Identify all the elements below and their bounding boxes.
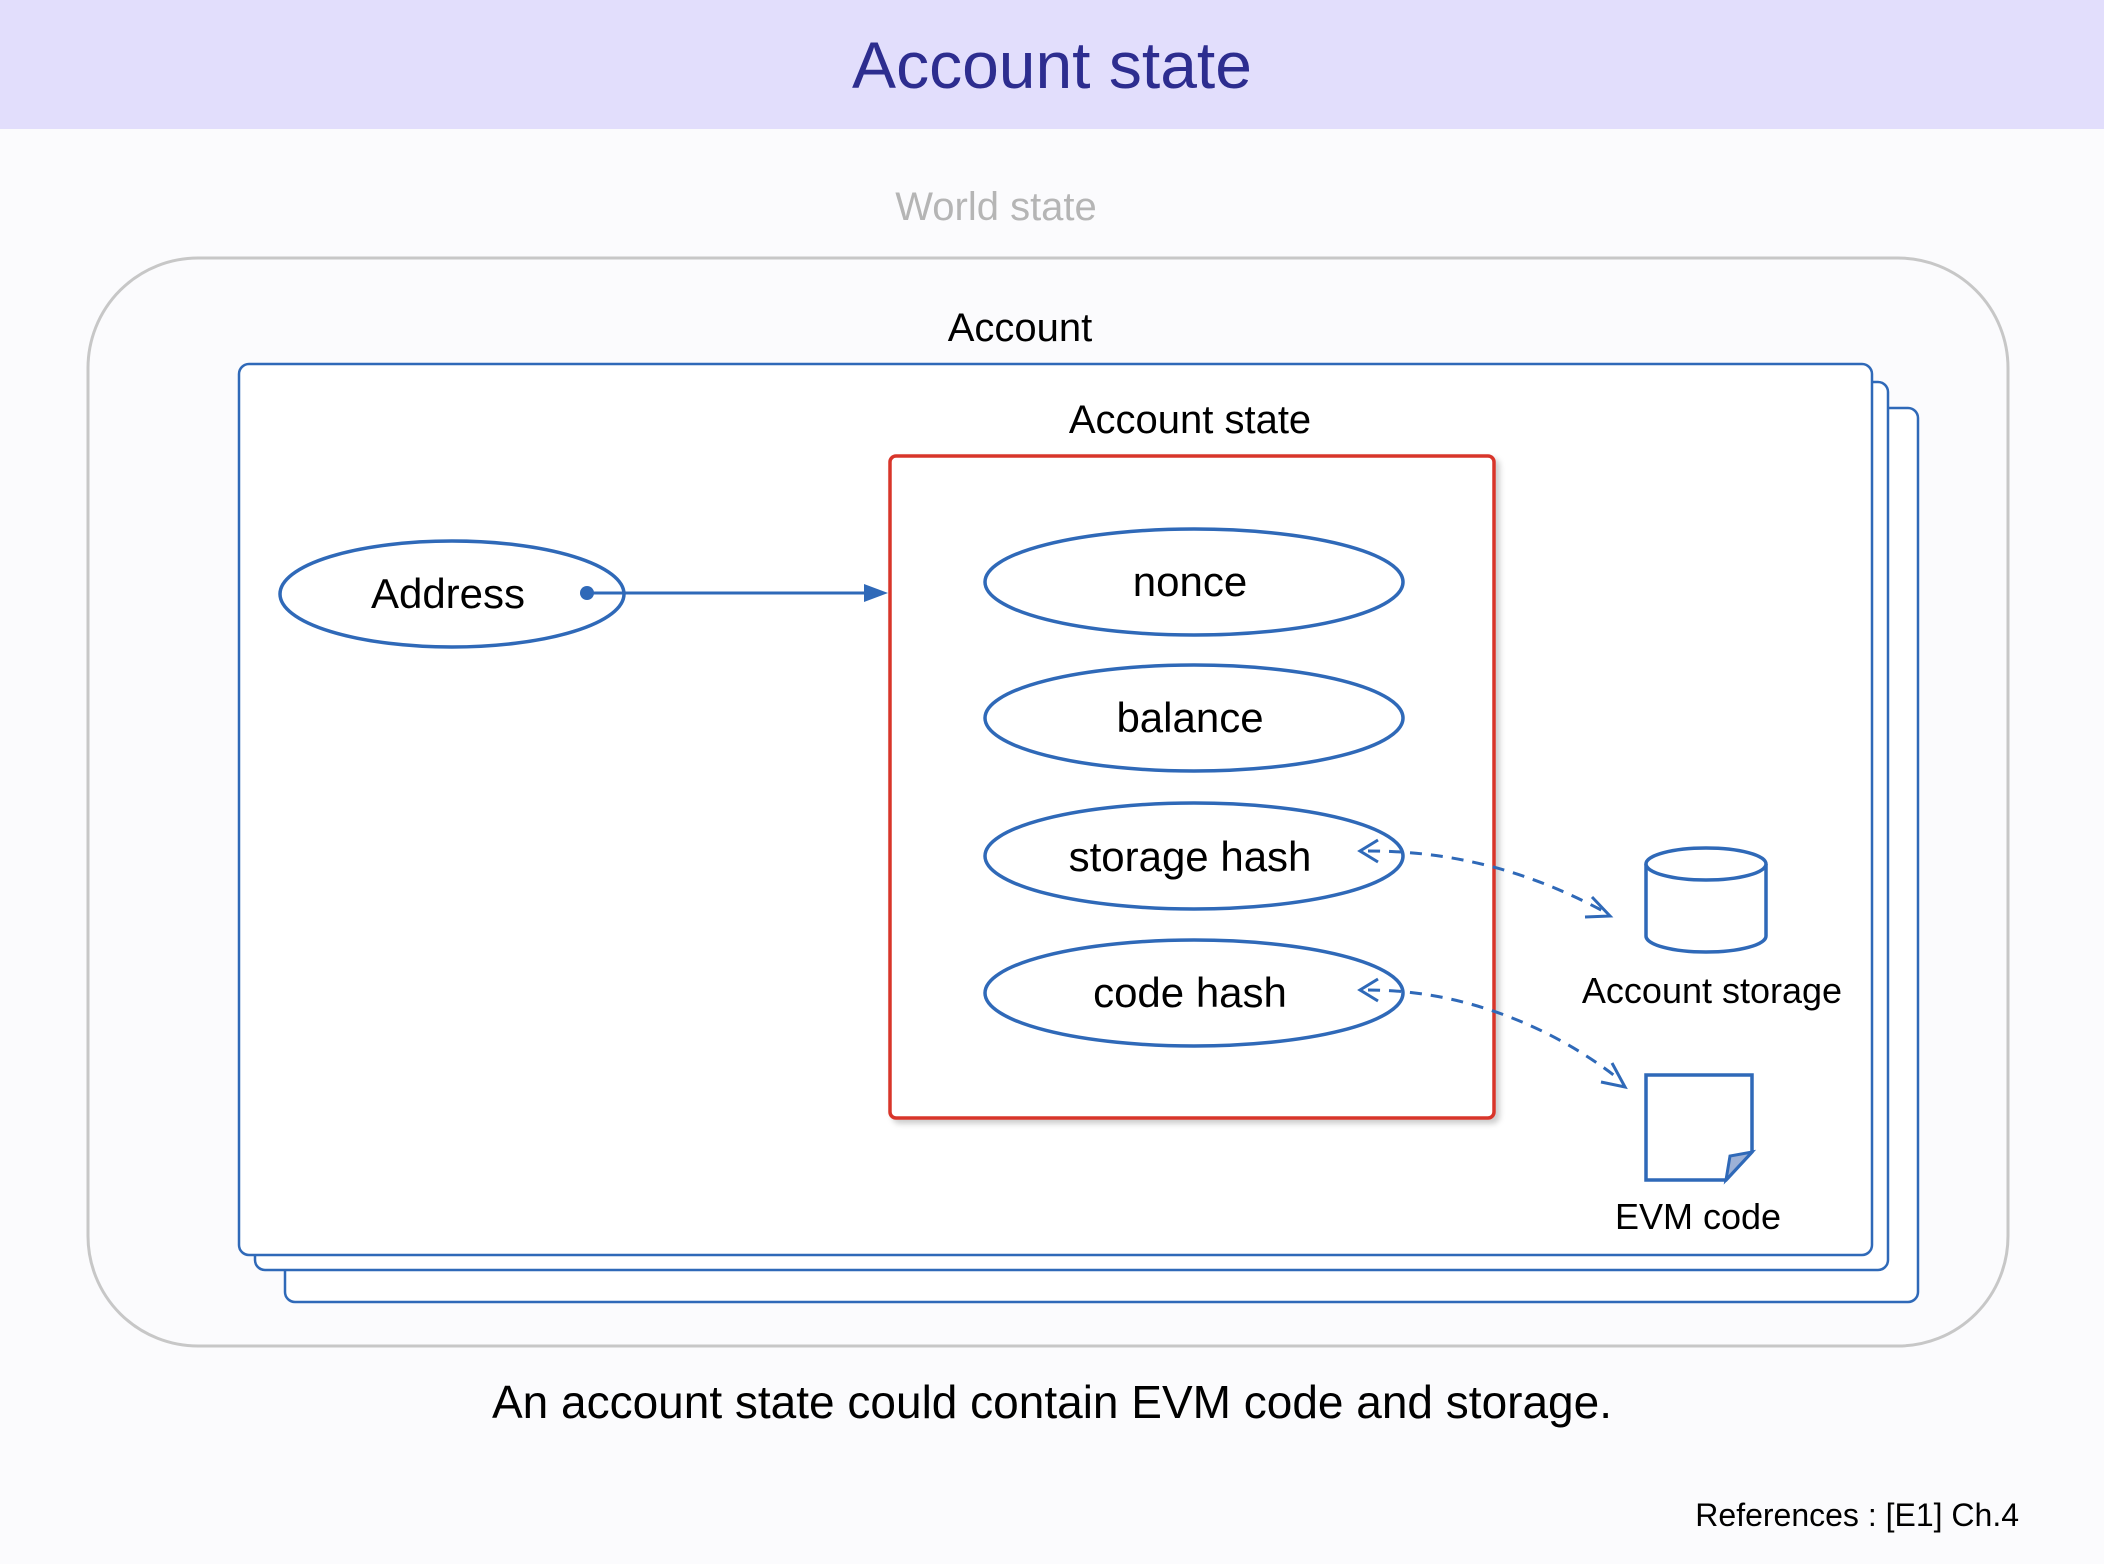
evm-code-label: EVM code [1615, 1196, 1781, 1237]
code-link-dashed [1367, 988, 1621, 1082]
world-state-box [86, 256, 2010, 1348]
code-hash-ellipse [983, 938, 1405, 1048]
code-hash-label: code hash [1093, 969, 1287, 1016]
document-icon [1644, 1073, 1757, 1185]
nonce-ellipse [983, 527, 1405, 637]
nonce-label: nonce [1133, 558, 1247, 605]
storage-hash-ellipse [983, 801, 1405, 911]
code-link-head-right [1600, 1062, 1628, 1090]
account-label: Account [948, 306, 1093, 350]
diagram-caption: An account state could contain EVM code … [491, 1376, 1613, 1428]
storage-hash-label: storage hash [1069, 833, 1312, 880]
world-state-label: World state [895, 185, 1097, 229]
references-text: References : [E1] Ch.4 [1695, 1497, 2019, 1533]
code-link-head-left [1357, 977, 1379, 1003]
account-state-label: Account state [1069, 398, 1311, 442]
address-arrow-head [864, 584, 888, 602]
title-bar: Account state [0, 0, 2104, 129]
page-title: Account state [852, 27, 1252, 102]
address-label: Address [371, 570, 525, 617]
database-icon [1644, 846, 1768, 954]
account-storage-label: Account storage [1582, 970, 1842, 1011]
account-state-box [888, 454, 1496, 1120]
storage-link-head-left [1357, 838, 1379, 864]
storage-link-head-right [1584, 895, 1614, 919]
balance-ellipse [983, 663, 1405, 773]
balance-label: balance [1116, 694, 1263, 741]
storage-link-dashed [1367, 849, 1606, 914]
